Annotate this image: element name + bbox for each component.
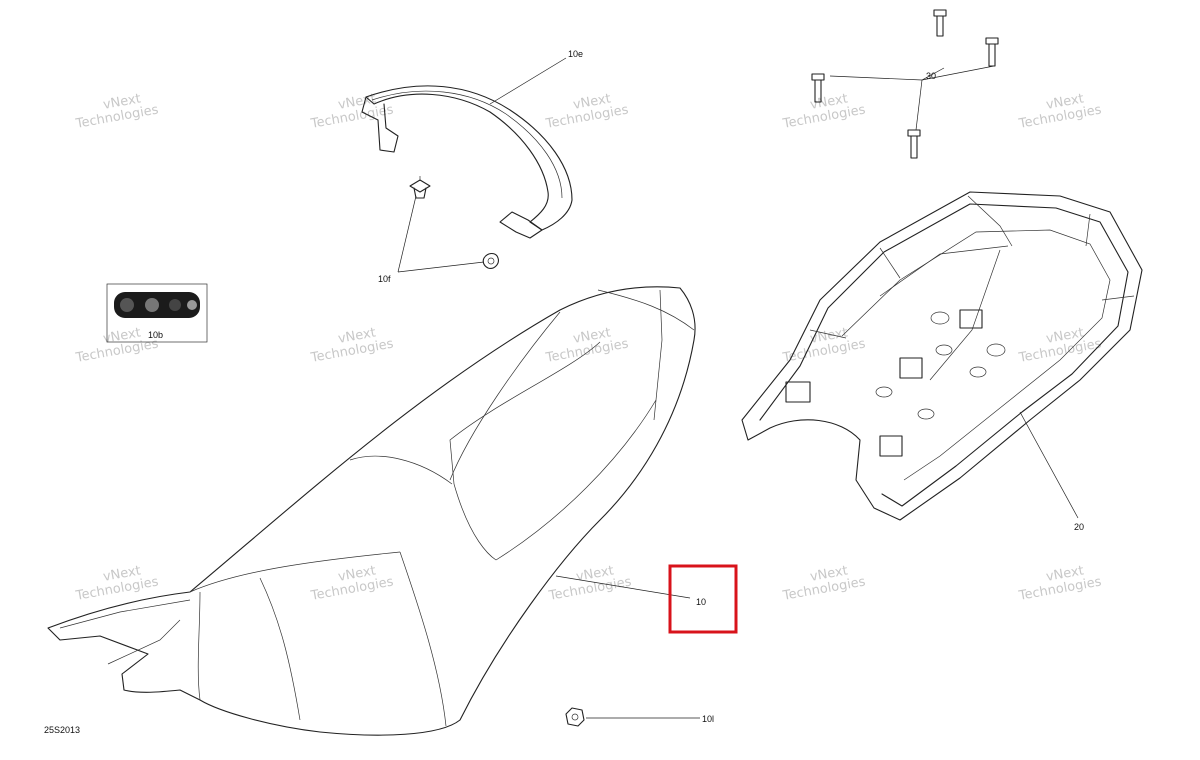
watermark: vNext Technologies — [309, 563, 395, 604]
watermark: vNext Technologies — [74, 91, 160, 132]
watermark: vNext Technologies — [74, 563, 160, 604]
watermark-vnext: vNext — [102, 325, 142, 346]
watermark-vnext: vNext — [809, 325, 849, 346]
decal-part[interactable] — [106, 283, 208, 343]
watermark: vNext Technologies — [309, 91, 395, 132]
screw[interactable] — [907, 129, 921, 159]
logo-icon — [169, 299, 181, 311]
screws-part[interactable] — [811, 9, 999, 159]
callout-10f: 10f — [378, 274, 391, 284]
diagram-code: 25S2013 — [44, 725, 80, 735]
watermark: vNext Technologies — [781, 325, 867, 366]
callout-10b: 10b — [148, 330, 163, 340]
watermark-vnext: vNext — [337, 325, 377, 346]
seat-base-part[interactable] — [741, 191, 1143, 521]
screw[interactable] — [985, 37, 999, 67]
watermark-vnext: vNext — [102, 563, 142, 584]
watermark: vNext Technologies — [544, 91, 630, 132]
fastener-10f-lower[interactable] — [482, 252, 499, 269]
watermark-vnext: vNext — [1045, 563, 1085, 584]
watermark-vnext: vNext — [1045, 325, 1085, 346]
watermark-vnext: vNext — [572, 325, 612, 346]
watermark-group: vNext Technologies vNext Technologies vN… — [74, 91, 1103, 604]
callout-10: 10 — [696, 597, 706, 607]
callout-10e: 10e — [568, 49, 583, 59]
watermark: vNext Technologies — [781, 91, 867, 132]
leader-lines — [397, 57, 1079, 719]
seat-part[interactable] — [47, 286, 696, 736]
watermark-vnext: vNext — [337, 563, 377, 584]
watermark: vNext Technologies — [309, 325, 395, 366]
watermark-vnext: vNext — [809, 563, 849, 584]
watermark-vnext: vNext — [572, 91, 612, 112]
watermark: vNext Technologies — [1017, 563, 1103, 604]
screw[interactable] — [933, 9, 947, 37]
watermark-vnext: vNext — [102, 91, 142, 112]
callout-30: 30 — [926, 71, 936, 81]
person-icon — [145, 298, 159, 312]
watermark: vNext Technologies — [781, 563, 867, 604]
watermark-vnext: vNext — [1045, 91, 1085, 112]
callout-highlight-box — [668, 564, 738, 634]
watermark: vNext Technologies — [1017, 325, 1103, 366]
screw[interactable] — [811, 73, 825, 103]
watermark-vnext: vNext — [575, 563, 615, 584]
watermark: vNext Technologies — [1017, 91, 1103, 132]
bottle-icon — [187, 300, 197, 310]
jetski-icon — [120, 298, 134, 312]
watermark-vnext: vNext — [809, 91, 849, 112]
clip-10l-part[interactable] — [565, 707, 585, 727]
watermark: vNext Technologies — [74, 325, 160, 366]
callout-10l: 10l — [702, 714, 714, 724]
watermark: vNext Technologies — [547, 563, 633, 604]
fastener-10f-upper[interactable] — [409, 176, 431, 199]
grab-strap-part[interactable] — [361, 85, 573, 239]
callout-20: 20 — [1074, 522, 1084, 532]
watermark: vNext Technologies — [544, 325, 630, 366]
